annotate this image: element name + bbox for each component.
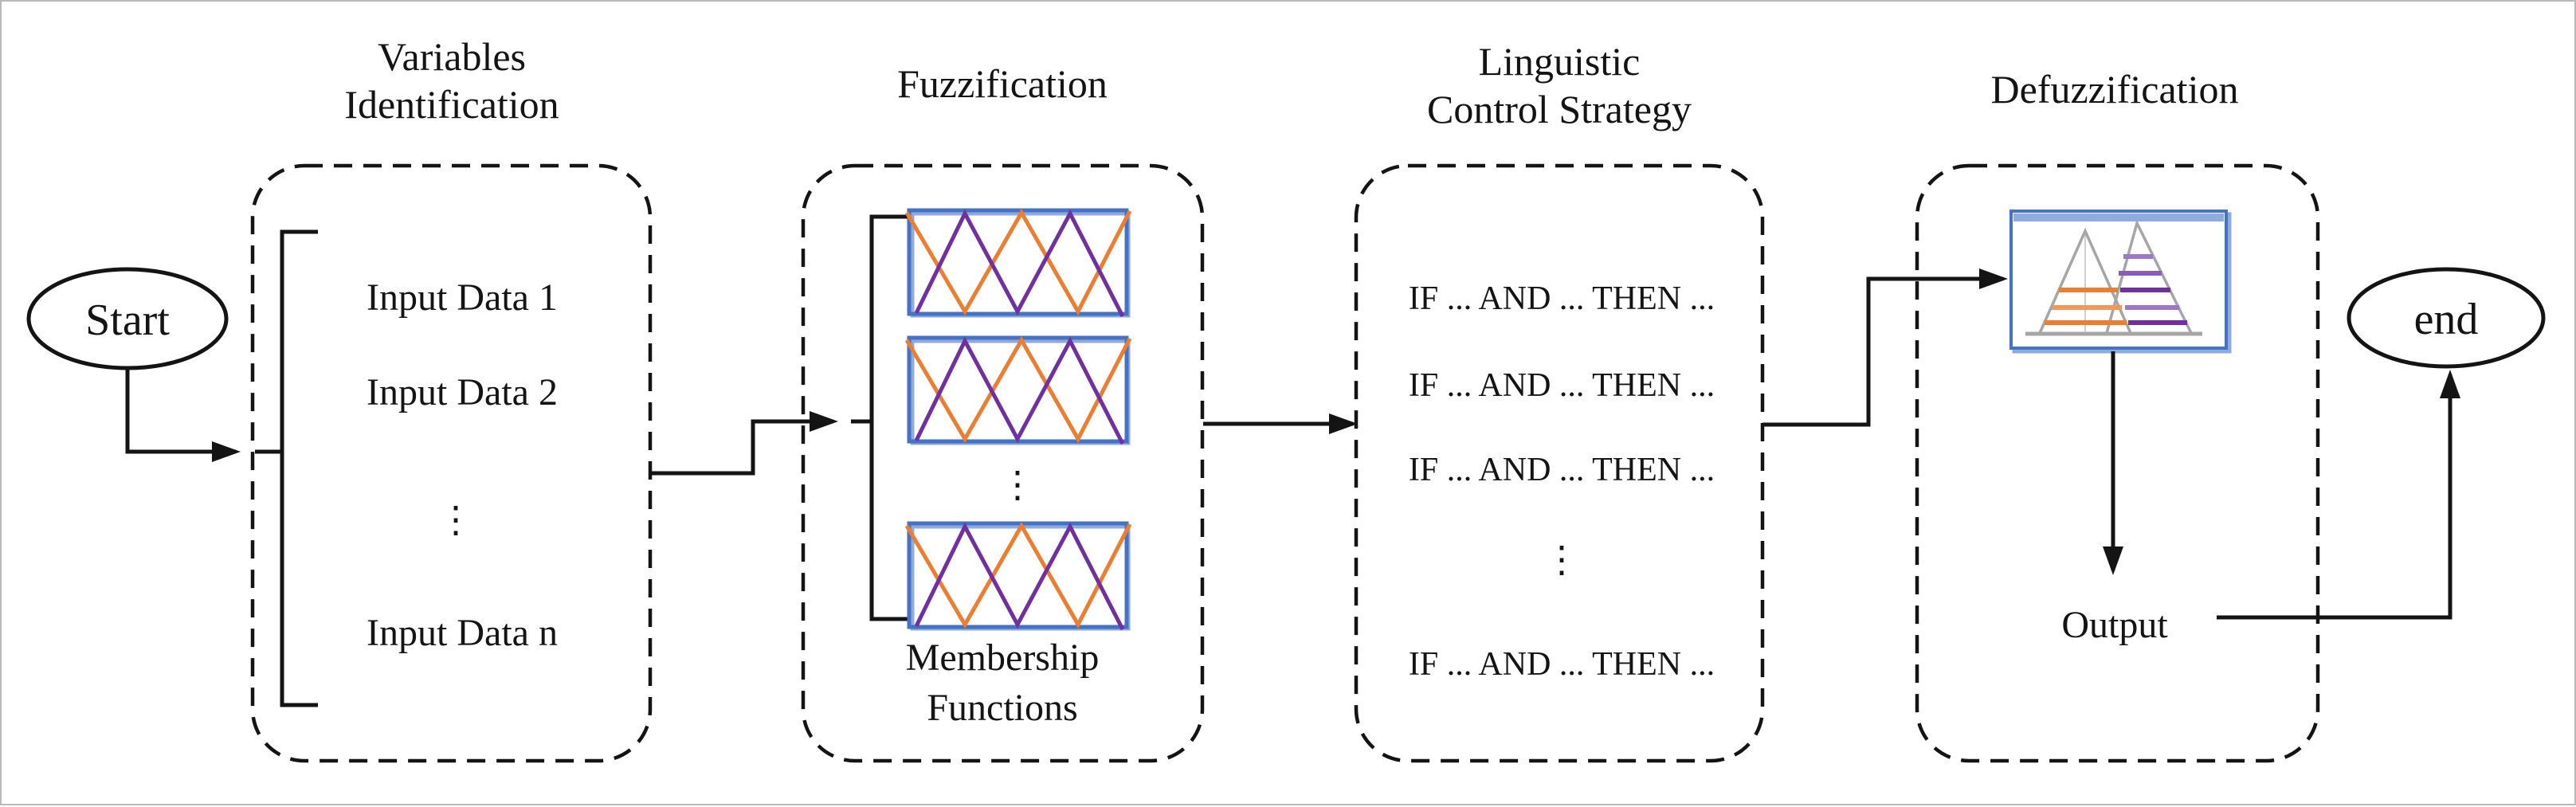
rule-1: IF ... AND ... THEN ... xyxy=(1409,280,1715,317)
membership-caption-line1: Membership xyxy=(906,637,1100,679)
connector-stage1-to-stage2 xyxy=(649,411,838,476)
stage1-bracket xyxy=(280,229,318,707)
connector-stage3-to-stage4 xyxy=(1762,268,2008,427)
stage1-box xyxy=(250,163,653,763)
defuzz-frame xyxy=(2009,210,2228,350)
stage4-content: Output xyxy=(2009,210,2232,646)
stage4-title: Defuzzification xyxy=(1991,67,2239,112)
input-data-1: Input Data 1 xyxy=(367,276,558,319)
rule-2: IF ... AND ... THEN ... xyxy=(1409,367,1715,404)
defuzzification-chart xyxy=(2009,210,2232,354)
stage2-title: Fuzzification xyxy=(897,61,1108,106)
stage2-vertical-ellipsis: ⋮ xyxy=(999,464,1036,505)
connectors xyxy=(125,268,2460,620)
input-data-2: Input Data 2 xyxy=(367,371,558,413)
membership-function-chart-3 xyxy=(907,523,1130,629)
defuzz-top-band xyxy=(2013,214,2224,221)
stage1-content: Input Data 1 Input Data 2 ⋮ Input Data n xyxy=(280,229,558,707)
stage4-box xyxy=(1915,163,2320,763)
input-data-n: Input Data n xyxy=(367,612,558,654)
rule-3: IF ... AND ... THEN ... xyxy=(1409,452,1715,488)
stage1-vertical-ellipsis: ⋮ xyxy=(437,499,474,540)
stage3-box xyxy=(1354,163,1765,763)
stage3-vertical-ellipsis: ⋮ xyxy=(1543,539,1580,580)
start-node: Start xyxy=(26,267,229,370)
membership-function-chart-2 xyxy=(907,338,1130,444)
stage3-title-line2: Control Strategy xyxy=(1427,87,1692,131)
right-triangle xyxy=(2105,219,2193,334)
end-node: end xyxy=(2347,267,2546,369)
stage1-title-line2: Identification xyxy=(344,82,559,127)
stage3-content: IF ... AND ... THEN ... IF ... AND ... T… xyxy=(1409,280,1715,683)
stage2-bracket xyxy=(869,214,908,621)
membership-caption-line2: Functions xyxy=(927,687,1077,729)
stage3-title-line1: Linguistic xyxy=(1479,39,1641,84)
end-ellipse xyxy=(2347,267,2546,369)
output-label: Output xyxy=(2061,604,2168,646)
connector-output-to-end xyxy=(2217,370,2460,620)
connector-start-to-stage1 xyxy=(125,368,241,462)
stage2-content: ⋮ Membership Functions xyxy=(869,210,1130,729)
rule-4: IF ... AND ... THEN ... xyxy=(1409,646,1715,683)
stage1-title-line1: Variables xyxy=(378,34,526,79)
end-label: end xyxy=(2414,295,2479,344)
membership-function-chart-1 xyxy=(907,210,1130,316)
start-label: Start xyxy=(85,296,170,345)
stage2-box xyxy=(801,163,1205,763)
